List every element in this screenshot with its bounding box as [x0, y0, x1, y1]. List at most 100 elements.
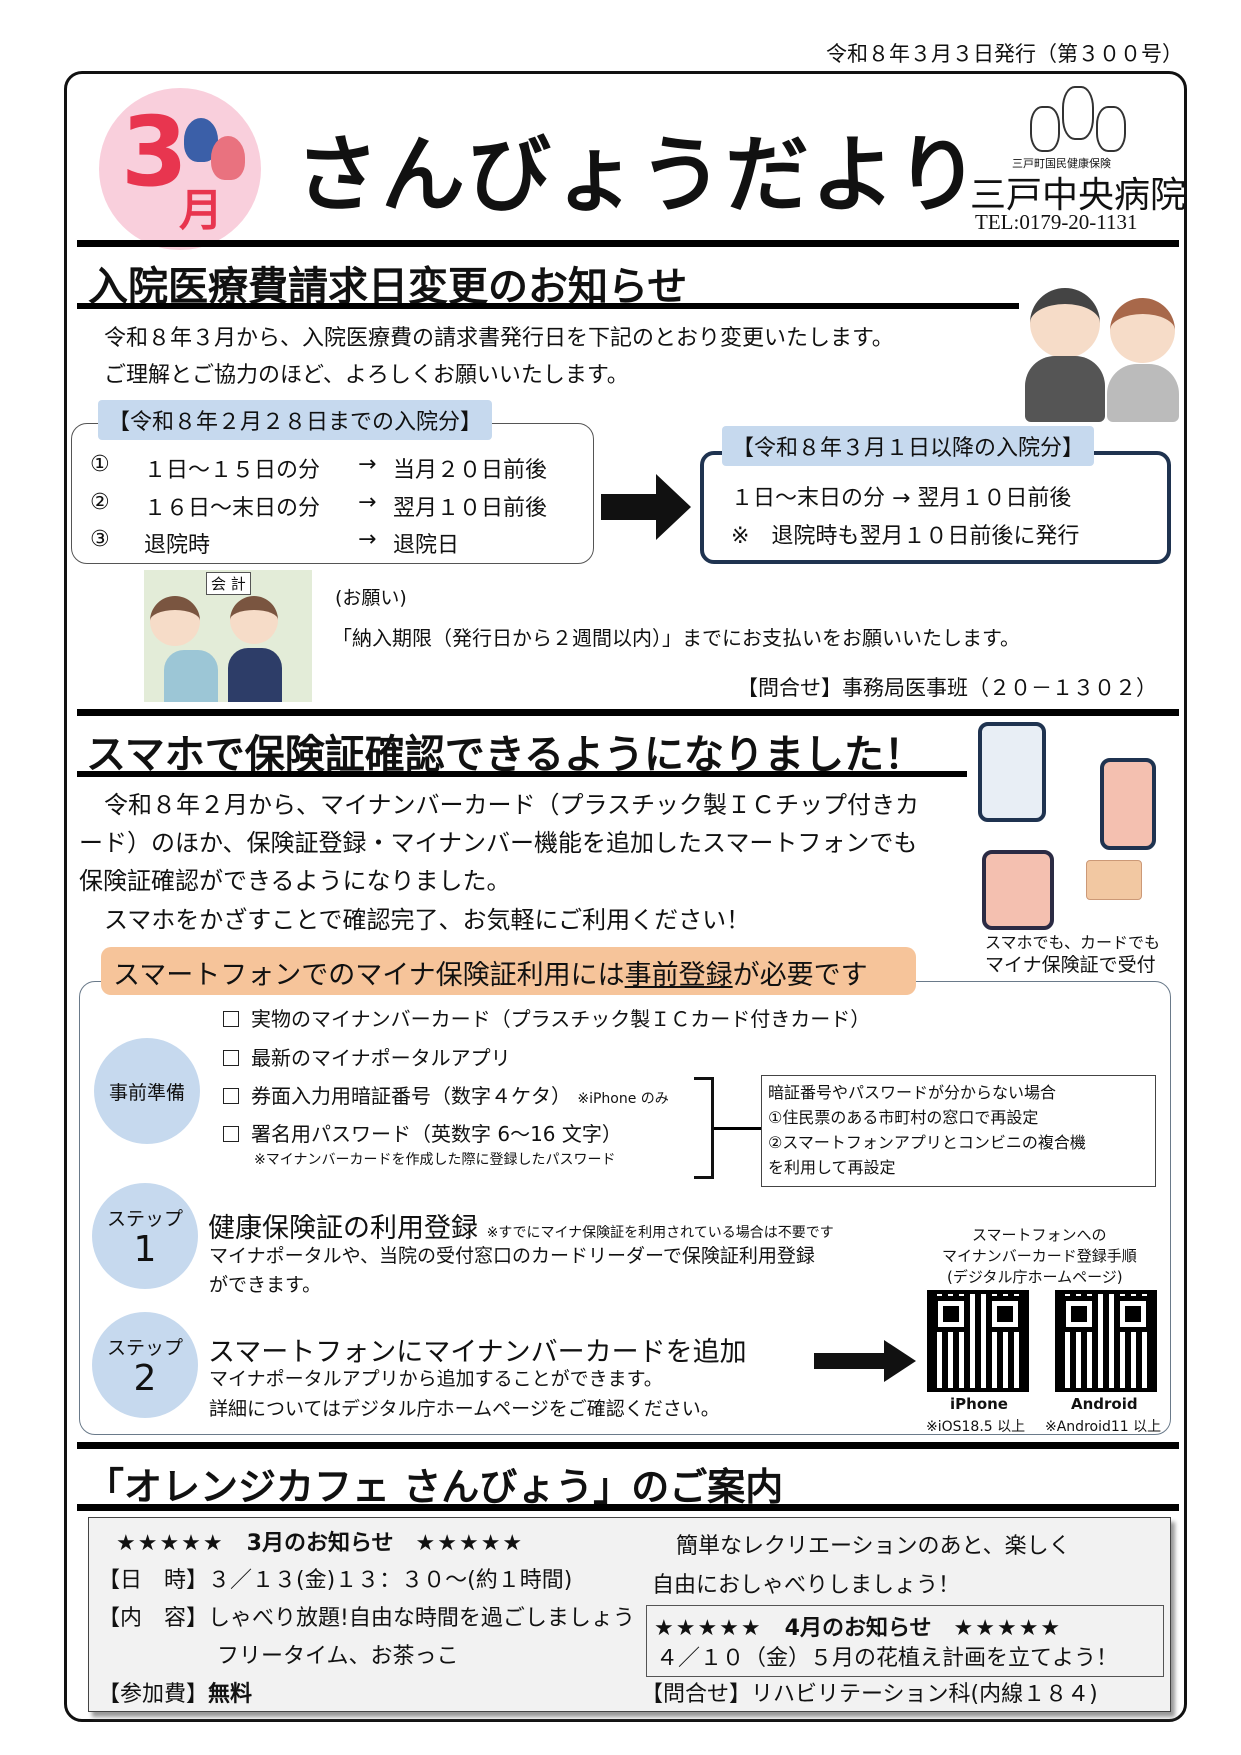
cafe-description: 自由におしゃべりしましょう！	[652, 1573, 961, 1598]
arrow-icon: →	[358, 490, 377, 515]
april-event: ４／１０（金）５月の花植え計画を立てよう！	[656, 1646, 1119, 1671]
row-result: 当月２０日前後	[393, 458, 548, 483]
arrow-icon: →	[358, 527, 377, 552]
checklist-item: 実物のマイナンバーカード（プラスチック製ＩＣカード付きカード）	[223, 1003, 870, 1032]
step2-body: マイナポータルアプリから追加することができます。	[209, 1368, 663, 1390]
hospital-name: 三戸中央病院	[970, 175, 1187, 216]
phone-caption: スマホでも、カードでも	[985, 933, 1161, 952]
checkbox[interactable]	[223, 1126, 239, 1142]
divider	[77, 771, 967, 777]
section-title-billing: 入院医療費請求日変更のお知らせ	[88, 264, 688, 310]
cafe-date: 【日 時】３／１３(金)１３：３０〜(約１時間)	[98, 1568, 573, 1593]
qr-caption: マイナンバーカード登録手順	[942, 1247, 1137, 1265]
billing-contact: 【問合せ】事務局医事班（２０－１３０２）	[737, 676, 1157, 700]
qr-caption: スマートフォンへの	[972, 1226, 1107, 1244]
march-heading: ★★★★★ 3月のお知らせ ★★★★★	[116, 1531, 525, 1556]
month-kanji: 月	[179, 185, 223, 236]
divider	[77, 1442, 1179, 1449]
cafe-box	[88, 1517, 1171, 1712]
step2-body: 詳細についてはデジタル庁ホームページをご確認ください。	[209, 1398, 720, 1420]
divider	[77, 709, 1179, 716]
checkbox[interactable]	[223, 1050, 239, 1066]
intro-line: ご理解とご協力のほど、よろしくお願いいたします。	[104, 363, 629, 388]
password-note: ※マイナンバーカードを作成した際に登録したパスワード	[254, 1152, 616, 1168]
after-label: 【令和８年３月１日以降の入院分】	[722, 426, 1095, 466]
step-word: ステップ	[106, 1207, 183, 1230]
step1-body: ができます。	[209, 1274, 322, 1296]
step2-title: スマートフォンにマイナンバーカードを追加	[208, 1337, 747, 1368]
qr-label-android: Android	[1071, 1395, 1138, 1413]
cafe-contact: 【問合せ】リハビリテーション科(内線１８４)	[641, 1682, 1098, 1707]
hina-doll-icon	[211, 136, 245, 180]
request-heading: (お願い)	[335, 587, 407, 609]
row-condition: 退院時	[144, 533, 211, 558]
smartphone-paragraph: 保険証確認ができるようになりました。	[79, 867, 511, 895]
checkbox[interactable]	[223, 1088, 239, 1104]
cafe-content: 【内 容】しゃべり放題!自由な時間を過ごしましょう	[98, 1606, 635, 1631]
step-word: ステップ	[106, 1336, 183, 1359]
step-number: 2	[133, 1357, 157, 1399]
checklist-item: 署名用パスワード（英数字 6〜16 文字）	[223, 1118, 622, 1147]
big-arrow-icon	[601, 474, 691, 540]
checklist-item: 券面入力用暗証番号（数字４ケタ） ※iPhone のみ	[223, 1080, 669, 1109]
month-number: 3	[121, 96, 188, 208]
row-number: ②	[90, 490, 110, 515]
help-line: ②スマートフォンアプリとコンビニの複合機	[768, 1133, 1086, 1152]
cafe-content-2: フリータイム、お茶っこ	[217, 1644, 459, 1669]
april-box	[646, 1605, 1164, 1677]
checklist-item: 最新のマイナポータルアプリ	[223, 1042, 511, 1071]
divider	[77, 240, 1179, 247]
divider	[77, 1504, 1179, 1511]
qr-note-android: ※Android11 以上	[1045, 1419, 1162, 1435]
help-line: 暗証番号やパスワードが分からない場合	[768, 1083, 1057, 1102]
step1-title: 健康保険証の利用登録 ※すでにマイナ保険証を利用されている場合は不要です	[208, 1213, 834, 1244]
help-line: ①住民票のある市町村の窓口で再設定	[768, 1108, 1039, 1127]
divider	[77, 303, 1019, 309]
request-text: 「納入期限（発行日から２週間以内）」までにお支払いをお願いいたします。	[332, 626, 1020, 650]
qr-caption: (デジタル庁ホームページ)	[947, 1268, 1123, 1286]
smartphone-paragraph: 令和８年２月から、マイナンバーカード（プラスチック製ＩＣチップ付きカ	[104, 791, 920, 819]
row-result: 退院日	[393, 533, 460, 558]
cashier-illustration: 会 計	[144, 570, 312, 702]
android-qr-code[interactable]	[1055, 1290, 1157, 1392]
bracket	[694, 1077, 714, 1179]
row-number: ③	[90, 527, 110, 552]
row-number: ①	[90, 452, 110, 477]
after-row: １日〜末日の分 → 翌月１０日前後	[731, 486, 1072, 511]
step-arrow-icon	[814, 1340, 916, 1382]
smartphone-paragraph: ード）のほか、保険証登録・マイナンバー機能を追加したスマートフォンでも	[79, 829, 918, 857]
phone-caption: マイナ保険証で受付	[985, 954, 1156, 976]
newsletter-title: さんびょうだより	[295, 126, 982, 224]
tel-number: TEL:0179-20-1131	[975, 210, 1138, 234]
row-condition: １日〜１５日の分	[144, 458, 321, 483]
smartphone-reader-illustration	[978, 722, 1178, 934]
staff-illustration	[1025, 288, 1179, 423]
before-label: 【令和８年２月２８日までの入院分】	[98, 400, 493, 440]
row-condition: １６日〜末日の分	[144, 496, 321, 521]
banner-emphasis: 事前登録	[624, 960, 733, 991]
banner-text: が必要です	[732, 960, 868, 991]
step-number: 1	[133, 1228, 157, 1270]
intro-line: 令和８年３月から、入院医療費の請求書発行日を下記のとおり変更いたします。	[104, 326, 894, 351]
checkbox[interactable]	[223, 1011, 239, 1027]
prep-circle: 事前準備	[94, 1038, 200, 1144]
newsletter-frame	[64, 71, 1187, 1722]
banner-text: スマートフォンでのマイナ保険証利用には	[113, 960, 625, 991]
qr-label-iphone: iPhone	[950, 1395, 1008, 1413]
smartphone-paragraph: スマホをかざすことで確認完了、お気軽にご利用ください！	[104, 906, 751, 934]
iphone-qr-code[interactable]	[927, 1290, 1029, 1392]
arrow-icon: →	[358, 452, 377, 477]
step1-body: マイナポータルや、当院の受付窓口のカードリーダーで保険証利用登録	[209, 1245, 815, 1267]
registration-banner: スマートフォンでのマイナ保険証利用には事前登録が必要です	[101, 947, 916, 995]
issue-date: 令和８年３月３日発行（第３００号）	[826, 42, 1183, 66]
section-title-cafe: 「オレンジカフェ さんびょう」のご案内	[86, 1465, 784, 1509]
prep-label: 事前準備	[108, 1081, 185, 1104]
help-line: を利用して再設定	[768, 1158, 896, 1177]
april-heading: ★★★★★ 4月のお知らせ ★★★★★	[654, 1616, 1063, 1641]
cafe-fee: 【参加費】無料	[98, 1682, 253, 1707]
cashier-sign: 会 計	[206, 572, 251, 595]
qr-note-iphone: ※iOS18.5 以上	[926, 1419, 1026, 1435]
row-result: 翌月１０日前後	[393, 496, 548, 521]
